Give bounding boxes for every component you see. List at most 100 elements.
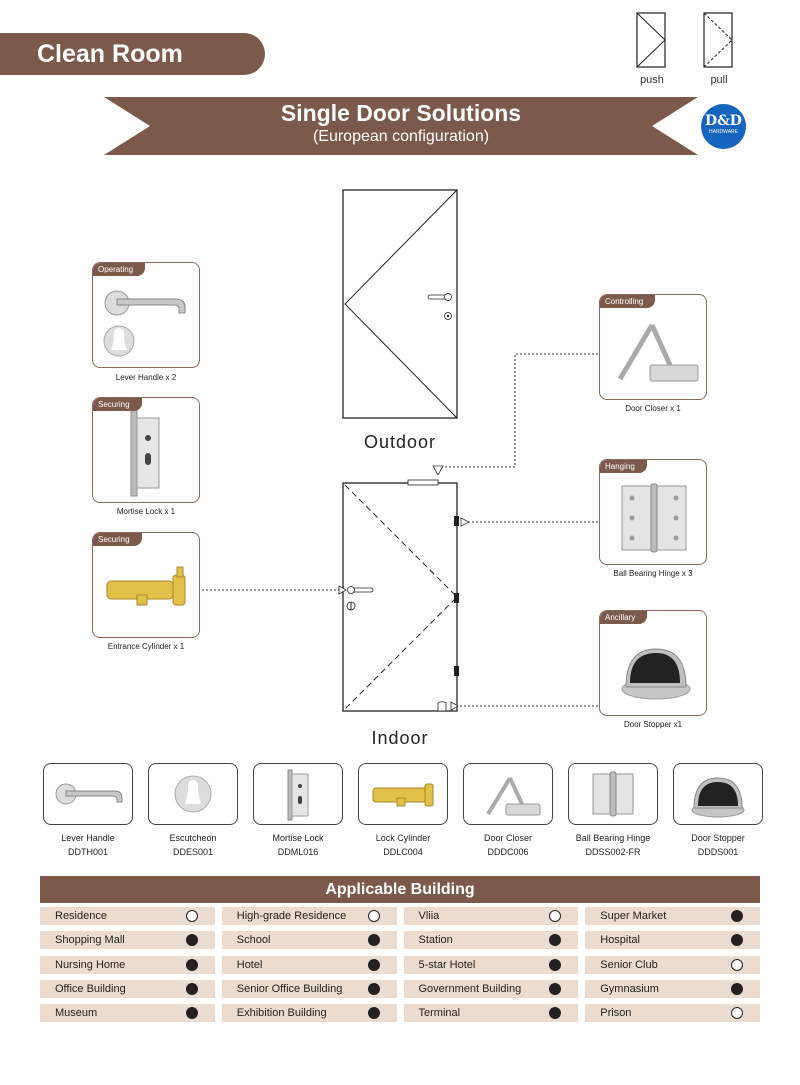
building-cell: Nursing Home (40, 955, 215, 974)
building-label: School (236, 934, 271, 947)
building-cell: Gymnasium (585, 979, 760, 998)
push-label: push (640, 74, 664, 86)
building-cell: Government Building (403, 979, 579, 998)
hinge-icon (592, 771, 634, 817)
building-cell: Terminal (403, 1004, 579, 1023)
building-cell: High-grade Residence (221, 907, 397, 925)
caption-mortise-lock: Mortise Lock x 1 (116, 507, 176, 516)
caption-door-closer: Door Closer x 1 (625, 404, 681, 413)
door-stopper-icon (621, 648, 691, 700)
building-cell: Vliia (403, 907, 579, 925)
outdoor-door (342, 189, 458, 419)
caption-hinge: Ball Bearing Hinge x 3 (613, 569, 693, 578)
push-door-icon (636, 12, 666, 68)
table-row: Nursing Home Hotel 5-star Hotel Senior Club (40, 955, 760, 974)
hinge-icon (621, 483, 687, 553)
building-label: Prison (600, 1007, 632, 1020)
empty-circle-icon (185, 910, 198, 922)
filled-circle-icon (367, 934, 380, 947)
building-cell: Residence (40, 907, 215, 925)
brand-logo: D&D HARDWARE (701, 104, 746, 149)
filled-circle-icon (185, 934, 198, 947)
door-diagram (202, 189, 598, 712)
banner: Single Door Solutions (European configur… (104, 99, 698, 147)
product-door-closer (463, 763, 553, 825)
card-tag: Securing (93, 398, 142, 411)
pull-door-icon (703, 12, 733, 68)
banner-title: Single Door Solutions (280, 100, 522, 126)
building-cell: Museum (40, 1004, 215, 1023)
card-securing-cylinder: Securing (92, 532, 200, 638)
banner-subtitle: (European configuration) (312, 128, 490, 145)
filled-circle-icon (731, 910, 743, 922)
building-cell: Hotel (221, 955, 397, 974)
filled-circle-icon (549, 934, 562, 947)
caption-lever-handle: Lever Handle x 2 (115, 373, 177, 382)
building-label: Senior Club (600, 958, 658, 971)
caption-door-stopper: Door Stopper x1 (623, 720, 683, 729)
filled-circle-icon (731, 982, 743, 995)
building-cell: Exhibition Building (221, 1004, 397, 1023)
building-label: Exhibition Building (236, 1007, 327, 1020)
filled-circle-icon (549, 1007, 562, 1020)
product-lever-handle (43, 763, 133, 825)
card-tag: Ancillary (600, 611, 648, 624)
banner-ribbon (104, 97, 698, 155)
building-cell: 5-star Hotel (403, 955, 579, 974)
card-tag: Securing (93, 533, 142, 546)
door-stopper-icon (691, 777, 745, 818)
building-label: Terminal (418, 1007, 461, 1020)
escutcheon-icon (174, 775, 212, 813)
table-row: Museum Exhibition Building Terminal Prison (40, 1004, 760, 1023)
filled-circle-icon (367, 982, 380, 995)
building-cell: School (221, 931, 397, 950)
door-closer-icon (486, 776, 541, 816)
indoor-label: Indoor (371, 728, 429, 748)
building-label: Museum (55, 1007, 98, 1020)
lever-handle-icon (55, 783, 123, 805)
lever-handle-icon (103, 290, 186, 357)
caption-cylinder: Entrance Cylinder x 1 (107, 642, 185, 651)
cylinder-icon (372, 783, 434, 807)
card-tag: Operating (93, 263, 146, 276)
filled-circle-icon (367, 1007, 380, 1020)
empty-circle-icon (549, 910, 562, 922)
building-label: High-grade Residence (236, 910, 347, 922)
empty-circle-icon (731, 958, 743, 971)
indoor-door (342, 479, 459, 712)
building-label: 5-star Hotel (418, 958, 476, 971)
card-hanging: Hanging (599, 459, 707, 565)
page-title: Clean Room (0, 33, 265, 75)
filled-circle-icon (185, 982, 198, 995)
applicable-building-title: Applicable Building (40, 876, 760, 903)
filled-circle-icon (731, 934, 743, 947)
building-label: Nursing Home (55, 958, 126, 971)
card-ancillary: Ancillary (599, 610, 707, 716)
building-cell: Office Building (40, 979, 215, 998)
card-securing-lock: Securing (92, 397, 200, 503)
mortise-lock-icon (287, 769, 309, 821)
pull-label: pull (710, 74, 728, 86)
building-label: Office Building (55, 982, 126, 995)
table-row: Shopping Mall School Station Hospital (40, 931, 760, 950)
building-label: Government Building (418, 982, 522, 995)
card-controlling: Controlling (599, 294, 707, 400)
building-label: Vliia (418, 910, 440, 922)
building-cell: Hospital (585, 931, 760, 950)
product-mortise-lock (253, 763, 343, 825)
product-escutcheon (148, 763, 238, 825)
building-label: Shopping Mall (55, 934, 125, 947)
cylinder-icon (106, 566, 186, 606)
filled-circle-icon (367, 958, 380, 971)
card-operating: Operating (92, 262, 200, 368)
building-label: Station (418, 934, 453, 947)
building-label: Residence (55, 910, 107, 922)
